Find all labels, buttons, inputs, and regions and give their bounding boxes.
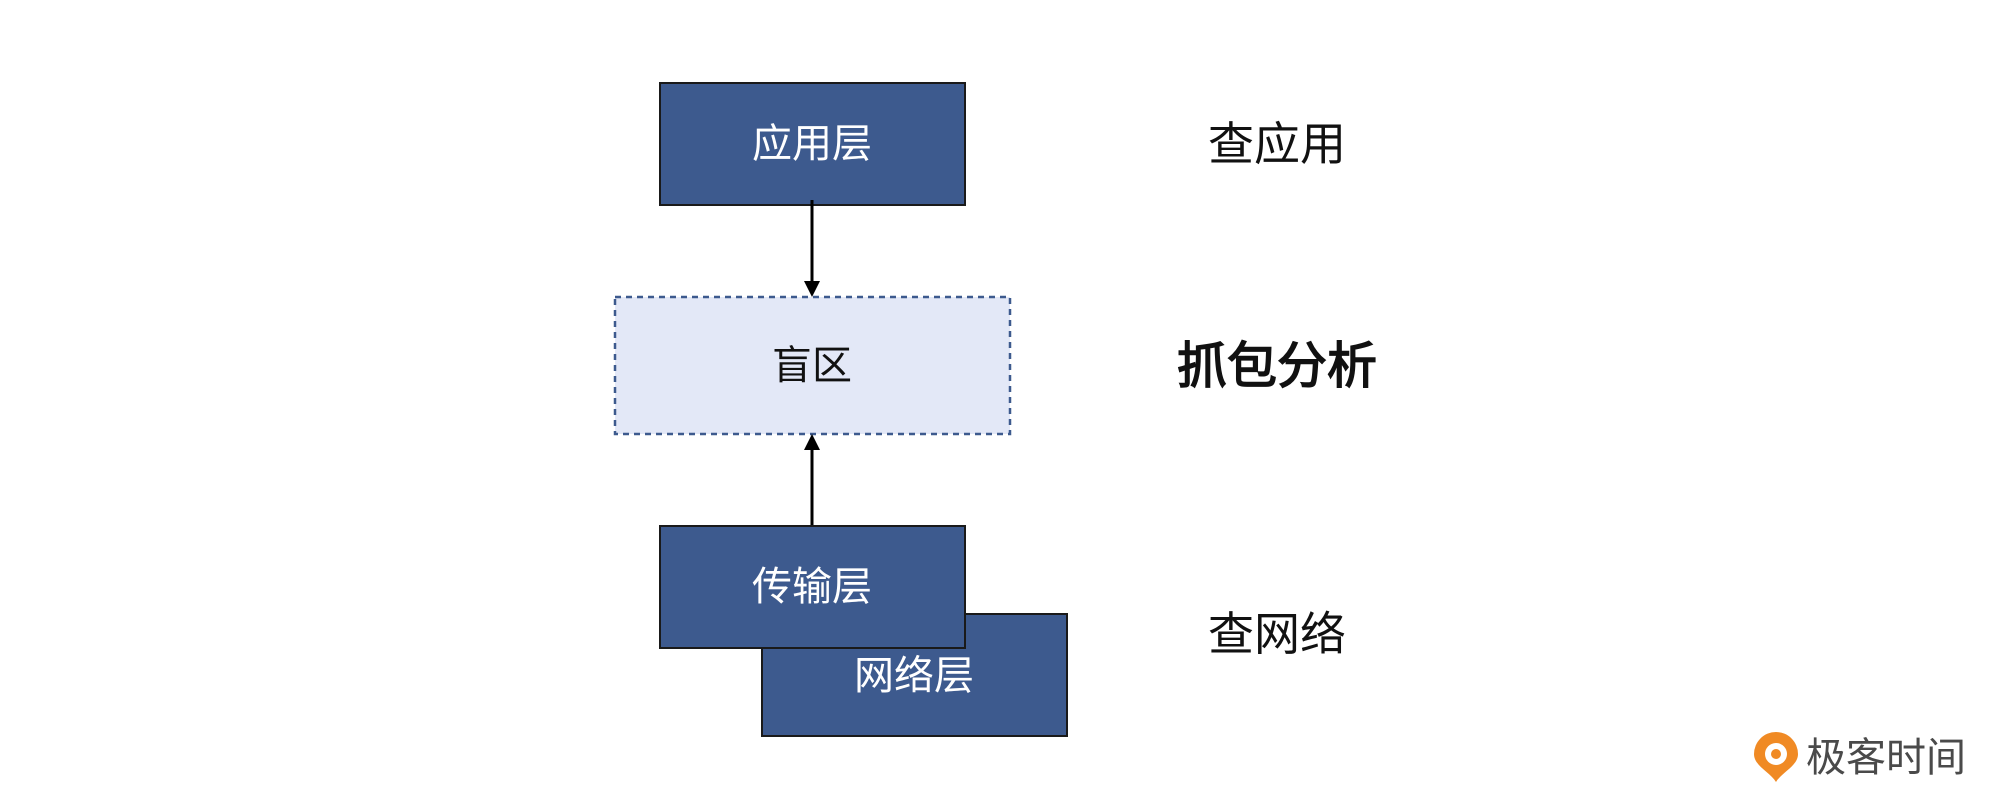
- logo-inner-dot: [1771, 749, 1781, 759]
- transport-layer-box: [659, 525, 966, 649]
- packet-capture-annotation: 抓包分析: [1177, 337, 1377, 395]
- arrow-transport-to-blind-zone: [804, 434, 820, 526]
- application-layer-label: 应用层: [752, 121, 872, 167]
- network-layer-label: 网络层: [854, 653, 974, 699]
- check-application-annotation: 查应用: [1208, 117, 1346, 171]
- arrow-application-to-blind-zone: [804, 200, 820, 297]
- transport-layer-label: 传输层: [752, 564, 872, 610]
- arrow-head: [804, 281, 820, 297]
- blind-zone-box: [613, 295, 1012, 436]
- application-layer-node: 应用层: [659, 82, 966, 206]
- transport-layer-node: 传输层: [659, 525, 966, 649]
- network-layer-node: 网络层: [761, 613, 1068, 737]
- brand-name: 极客时间: [1806, 735, 1966, 781]
- application-layer-box: [659, 82, 966, 206]
- brand-logo: 极客时间: [1754, 732, 1966, 782]
- blind-zone-node: 盲区: [613, 295, 1012, 436]
- geektime-logo-icon: [1754, 732, 1798, 782]
- check-network-annotation: 查网络: [1208, 607, 1346, 661]
- blind-zone-label: 盲区: [772, 343, 852, 389]
- arrow-head: [804, 434, 820, 450]
